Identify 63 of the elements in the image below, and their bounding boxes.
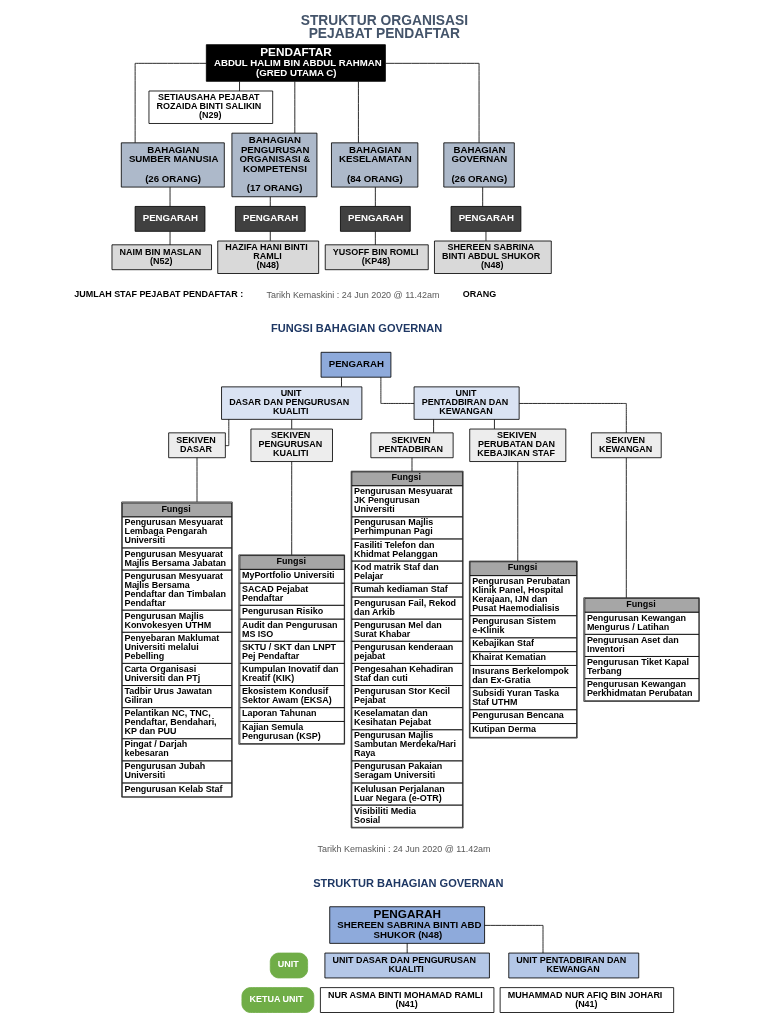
connector: [406, 942, 408, 954]
node-box: UNIT: [269, 952, 309, 979]
connector: [374, 186, 376, 207]
label: Tarikh Kemaskini : 24 Jun 2020 @ 11.42am: [266, 289, 440, 300]
node-box: PENGARAH SHEREEN SABRINA BINTI ABD SHUKOR (N48): [329, 906, 485, 944]
connector: [291, 419, 293, 430]
node-box: KETUA UNIT: [241, 987, 315, 1013]
connector: [239, 81, 240, 92]
node-box: BAHAGIAN GOVERNAN (26 ORANG): [443, 142, 515, 188]
connector: [169, 186, 171, 207]
connector: [374, 231, 376, 246]
node-box: PENGARAH: [450, 206, 522, 232]
label: FUNGSI BAHAGIAN GOVERNAN: [270, 322, 443, 335]
connector: [385, 62, 480, 144]
node-box: UNIT DASAR DAN PENGURUSAN KUALITI: [221, 386, 363, 420]
connector: [294, 81, 296, 134]
node-box: PENGARAH: [234, 206, 306, 232]
node-box: NAIM BIN MASLAN (N52): [111, 244, 212, 271]
node-box: PENGARAH: [320, 351, 392, 378]
node-box: UNIT PENTADBIRAN DAN KEWANGAN: [413, 386, 520, 420]
node-box: PENDAFTAR ABDUL HALIM BIN ABDUL RAHMAN (GRED UTAMA C): [205, 44, 386, 82]
node-box: PENGARAH: [134, 206, 206, 232]
node-box: SETIAUSAHA PEJABAT ROZAIDA BINTI SALIKIN (N29): [148, 90, 274, 124]
node-box: SEKIVEN PENGURUSAN KUALITI: [250, 428, 333, 462]
node-box: SEKIVEN DASAR: [168, 432, 226, 459]
label: Tarikh Kemaskini : 24 Jun 2020 @ 11.42am: [317, 844, 491, 855]
connector: [518, 403, 627, 434]
label: ORANG: [462, 289, 497, 300]
node-box: SEKIVEN PERUBATAN DAN KEBAJIKAN STAF: [469, 428, 567, 462]
connector: [494, 419, 495, 430]
label: STRUKTUR BAHAGIAN GOVERNAN: [313, 876, 504, 889]
connector: [291, 461, 293, 556]
node-box: NUR ASMA BINTI MOHAMAD RAMLI (N41): [320, 987, 495, 1013]
connector: [380, 376, 415, 404]
node-box: UNIT PENTADBIRAN DAN KEWANGAN: [508, 952, 640, 979]
node-box: YUSOFF BIN ROMLI (KP48): [324, 244, 429, 271]
connector: [625, 457, 627, 599]
label: JUMLAH STAF PEJABAT PENDAFTAR :: [74, 289, 244, 300]
node-box: BAHAGIAN SUMBER MANUSIA (26 ORANG): [120, 142, 225, 188]
node-box: SEKIVEN PENTADBIRAN: [370, 432, 454, 459]
diagram-title: STRUKTUR ORGANISASI PEJABAT PENDAFTAR: [300, 11, 468, 42]
node-box: UNIT DASAR DAN PENGURUSAN KUALITI: [324, 952, 490, 979]
node-box: SHEREEN SABRINA BINTI ABDUL SHUKOR (N48): [434, 240, 552, 274]
connector: [517, 461, 519, 562]
node-box: MUHAMMAD NUR AFIQ BIN JOHARI (N41): [499, 987, 675, 1013]
connector: [484, 925, 544, 954]
node-box: BAHAGIAN KESELAMATAN (84 ORANG): [331, 142, 419, 188]
connector: [433, 419, 434, 434]
connector: [269, 231, 271, 242]
connector: [169, 231, 171, 246]
connector: [225, 419, 230, 447]
connector: [411, 457, 413, 472]
connector: [269, 196, 271, 207]
node-box: BAHAGIAN PENGURUSAN ORGANISASI & KOMPETENSI (17 ORANG): [231, 132, 318, 198]
connector: [134, 62, 207, 144]
node-box: HAZIFA HANI BINTI RAMLI (N48): [217, 240, 320, 274]
connector: [482, 186, 484, 207]
connector: [485, 231, 487, 242]
node-box: SEKIVEN KEWANGAN: [590, 432, 662, 459]
node-box: PENGARAH: [340, 206, 411, 232]
connector: [196, 457, 198, 503]
connector: [341, 376, 342, 388]
connector: [358, 81, 359, 144]
